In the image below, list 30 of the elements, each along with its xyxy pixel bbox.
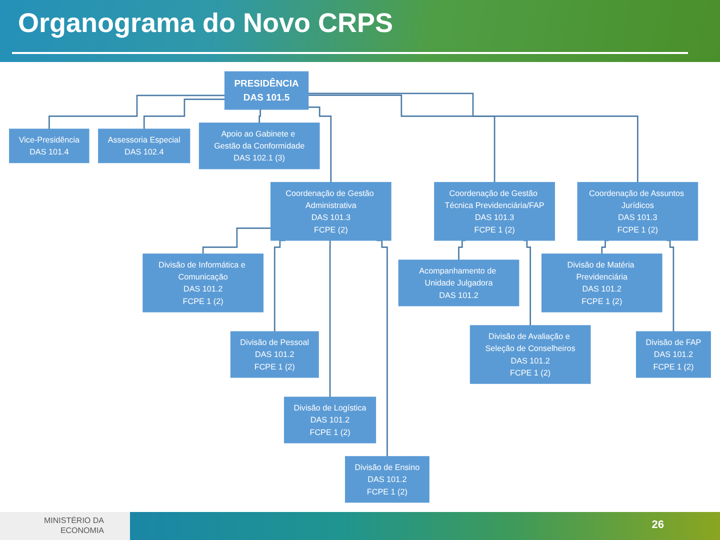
connector — [48, 94, 225, 130]
connector — [258, 108, 262, 124]
node-box: Assessoria Especial DAS 102.4 — [98, 128, 190, 164]
node-box: Divisão de Matéria Previdenciária DAS 101.2 FCPE 1 (2) — [541, 254, 662, 312]
node-box: Coordenação de Gestão Técnica Previdenciária/FAP DAS 101.3 FCPE 1 (2) — [434, 182, 555, 241]
connector — [458, 240, 466, 261]
node-box: Divisão de Ensino DAS 101.2 FCPE 1 (2) — [344, 456, 430, 503]
node-box: Vice-Presidência DAS 101.4 — [9, 128, 90, 164]
connector — [202, 228, 271, 255]
connector — [308, 106, 332, 184]
node-box: Divisão de Logística DAS 101.2 FCPE 1 (2) — [284, 396, 376, 444]
connector — [524, 240, 531, 326]
node-box: Divisão de Avaliação e Seleção de Conselheiros DAS 101.2 FCPE 1 (2) — [470, 325, 591, 384]
connector — [666, 240, 674, 332]
connector — [308, 94, 496, 184]
node-box: Acompanhamento de Unidade Julgadora DAS 101.2 — [398, 260, 520, 306]
node-box: PRESIDÊNCIA DAS 101.5 — [224, 71, 309, 110]
node-box: Divisão de Pessoal DAS 101.2 FCPE 1 (2) — [230, 331, 319, 378]
node-box: Apoio ao Gabinete e Gestão da Conformidade DAS 102.1 (3) — [198, 122, 320, 170]
ministry-name: MINISTÉRIO DA ECONOMIA — [42, 516, 104, 536]
node-box: Divisão de FAP DAS 101.2 FCPE 1 (2) — [636, 331, 711, 378]
connector — [308, 92, 638, 184]
page-number: 26 — [652, 519, 664, 531]
node-box: Divisão de Informática e Comunicação DAS 101.2 FCPE 1 (2) — [142, 254, 264, 312]
slide-title: Organograma do Novo CRPS — [18, 8, 394, 39]
connector — [329, 240, 331, 398]
node-box: Coordenação de Gestão Administrativa DAS 101.3 FCPE (2) — [270, 182, 392, 241]
node-box: Coordenação de Assuntos Jurídicos DAS 101.3 FCPE 1 (2) — [577, 182, 698, 241]
connector — [143, 98, 225, 130]
connector — [601, 240, 609, 255]
